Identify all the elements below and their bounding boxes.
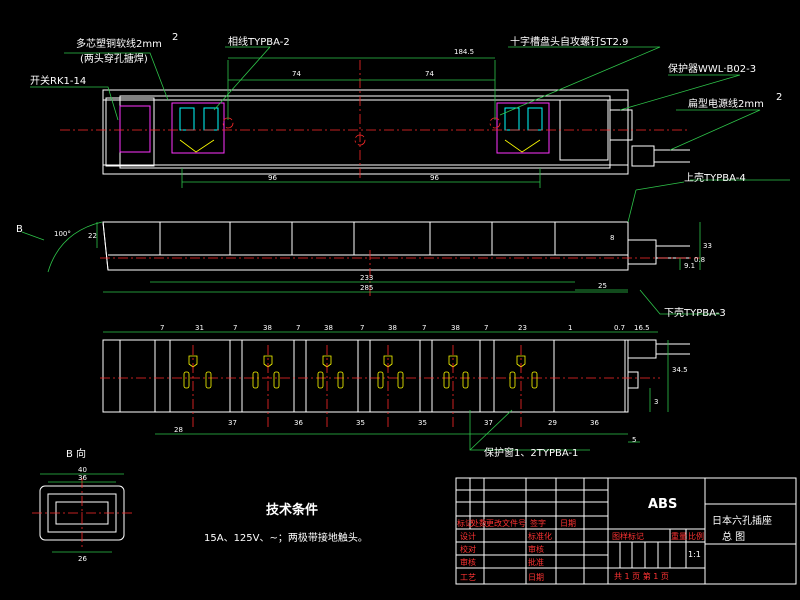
title-block [455,477,797,585]
dim-front-top: 7 [233,324,237,332]
rev-header-count: 处数 [471,518,487,528]
sheet-text: 共 1 页 第 1 页 [614,571,669,581]
side-view: 22 233 285 25 33 8 9.1 0.8 [21,179,790,315]
dim-front-right: 34.5 [672,366,688,374]
dim-front-top: 7 [160,324,164,332]
role-review: 审核 [460,557,476,567]
dim-front-top: 38 [451,324,460,332]
role-process: 工艺 [460,573,476,582]
title-drawing: 总 图 [722,530,745,543]
title-product: 日本六孔插座 [712,514,772,527]
dim-front-top: 1 [568,324,572,332]
role-audit: 审核 [528,544,544,554]
roles-left: 设计 校对 审核 工艺 [460,531,476,582]
dim-side-91: 9.1 [684,262,695,270]
dim-front-bottom: 28 [174,426,183,434]
dim-front-top: 38 [263,324,272,332]
dim-side-8: 8 [610,234,614,242]
title-material: ABS [648,497,677,512]
dim-top-96b: 96 [430,174,439,182]
label-screw: 十字槽盘头自攻螺钉ST2.9 [510,35,628,48]
label-phase-wire: 相线TYPBA-2 [228,35,290,48]
front-view [100,331,690,451]
role-check: 校对 [460,544,476,554]
dim-front-top: 31 [195,324,204,332]
dim-top-96a: 96 [268,174,277,182]
label-multicore-wire: 多芯塑铜软线2mm [76,37,162,50]
role-standard: 标准化 [528,531,552,541]
dim-viewb-40: 40 [78,466,87,474]
rev-header-doc: 更改文件号 [486,518,526,528]
dim-side-233: 233 [360,274,373,282]
dim-front-bottom: 35 [418,419,427,427]
label-switch: 开关RK1-14 [30,74,86,87]
view-b-title: B 向 [66,447,86,460]
label-bottom-shell: 下壳TYPBA-3 [664,306,726,319]
dim-side-33: 33 [703,242,712,250]
dim-front-bottom: 37 [228,419,237,427]
dim-side-285: 285 [360,284,373,292]
dim-side-08: 0.8 [694,256,705,264]
dim-top-1845: 184.5 [454,48,474,56]
label-guard-clamp: 保护器WWL·B02-3 [668,62,756,75]
front-dims-bottom: 28 37 36 35 35 37 29 36 5 34.5 3 [174,366,688,444]
scale-value: 1:1 [688,550,701,559]
dim-front-bottom: 29 [548,419,557,427]
dim-viewb-26: 26 [78,555,87,563]
roles-right: 标准化 审核 批准 日期 [528,531,552,582]
label-top-shell: 上壳TYPBA-4 [684,171,746,184]
label-flat-cord-sup: 2 [776,92,782,103]
dim-front-right: 3 [654,398,658,406]
label-flat-cord: 扁型电源线2mm [688,97,764,110]
dim-front-bottom: 36 [294,419,303,427]
role-design: 设计 [460,531,476,541]
label-multicore-wire-note: (两头穿孔搪焊) [80,52,148,65]
label-view-b: B [16,224,23,235]
dim-front-top: 16.5 [634,324,650,332]
dim-front-top: 38 [324,324,333,332]
rev-header-sign: 签字 [530,518,546,528]
dim-front-bottom: 36 [590,419,599,427]
weight-label: 重量 [671,531,687,541]
dim-side-25: 25 [598,282,607,290]
dim-front-bottom: 37 [484,419,493,427]
view-b: B 向 40 36 26 [32,447,132,563]
label-angle: 100° [54,230,71,238]
dim-front-top: 7 [422,324,426,332]
dim-front-top: 7 [360,324,364,332]
tech-text: 15A、125V、~；两极带接地触头。 [204,531,368,544]
scale-label: 比例 [688,531,704,541]
top-view: 184.5 74 74 96 96 [30,46,761,188]
role-approve: 批准 [528,557,544,567]
rev-header-mark: 标记 [457,518,473,528]
dim-top-74a: 74 [292,70,301,78]
rev-headers: 标记 处数 更改文件号 签字 日期 [457,518,576,528]
dim-front-top: 38 [388,324,397,332]
dim-side-22: 22 [88,232,97,240]
dim-viewb-36: 36 [78,474,87,482]
dim-front-top: 7 [296,324,300,332]
dim-front-bottom: 5 [632,436,636,444]
dim-front-bottom: 35 [356,419,365,427]
label-protect-window: 保护窗1、2TYPBA-1 [484,446,578,459]
rev-header-date: 日期 [560,519,576,528]
dim-front-top: 23 [518,324,527,332]
label-multicore-wire-sup: 2 [172,32,178,43]
dim-front-top: 0.7 [614,324,625,332]
role-date: 日期 [528,573,544,582]
front-dims-top: 7 31 7 38 7 38 7 38 7 38 7 23 1 0.7 16.5 [160,324,650,332]
dim-top-74b: 74 [425,70,434,78]
dim-front-top: 7 [484,324,488,332]
stage-label: 图样标记 [612,531,644,541]
tech-title: 技术条件 [266,502,318,518]
